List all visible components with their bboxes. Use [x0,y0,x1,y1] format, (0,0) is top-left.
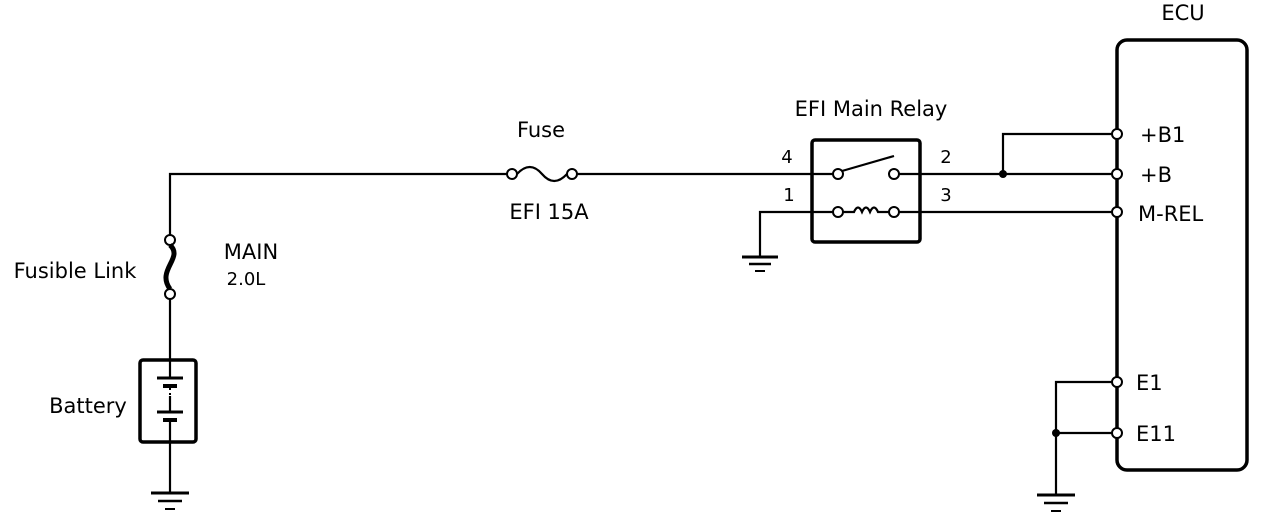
relay-label: EFI Main Relay [795,97,948,121]
ecu-pin-e1: E1 [1136,371,1163,395]
ecu-ground-icon [1037,493,1075,512]
fusible-link-element [163,243,177,291]
ecu-terminal-mrel [1111,206,1123,218]
relay-ground-wire [758,210,833,256]
fuse-rating-label: EFI 15A [509,200,589,224]
relay-coil-terminal-3 [888,206,900,218]
relay-coil-terminal-1 [832,206,844,218]
ecu-pin-mrel: M-REL [1138,202,1204,226]
relay-to-ecu-b1-wire [1001,132,1116,174]
ecu-terminal-e11 [1111,427,1123,439]
ecu-terminal-b [1111,168,1123,180]
junction-dot-b [999,170,1007,178]
relay-pin-1: 1 [783,185,794,206]
fuse-terminal-left [506,168,518,180]
fuse-element [516,165,568,183]
ecu-pin-e11: E11 [1136,422,1176,446]
ecu-pin-b1: +B1 [1140,123,1185,147]
battery-box [138,358,198,444]
junction-dot-ground [1052,429,1060,437]
relay-contact-2 [888,168,900,180]
fusible-link-terminal-bottom [164,288,176,300]
battery-symbol [157,360,183,442]
ecu-e1-ground-wire [1054,380,1112,494]
fusible-main-label: MAIN [224,240,278,264]
battery-label: Battery [49,394,127,418]
fusible-rating-label: 2.0L [227,269,266,290]
battery-ground-icon [151,491,189,510]
ecu-terminal-b1 [1111,128,1123,140]
ecu-box [1115,38,1249,472]
relay-ground-icon [742,255,778,272]
ecu-terminal-e1 [1111,376,1123,388]
fusible-link-terminal-top [164,234,176,246]
fuse-terminal-right [566,168,578,180]
relay-pin-2: 2 [940,147,951,168]
main-feed-wire [168,172,512,238]
relay-switch-arm [841,154,895,173]
relay-box [810,138,922,244]
relay-pin-3: 3 [940,185,951,206]
ecu-pin-b: +B [1140,163,1172,187]
relay-contact-4 [832,168,844,180]
fusible-link-label: Fusible Link [14,259,138,283]
relay-coil [843,206,889,215]
relay-pin-4: 4 [781,147,792,168]
ecu-label: ECU [1161,1,1204,25]
fuse-label: Fuse [517,118,565,142]
